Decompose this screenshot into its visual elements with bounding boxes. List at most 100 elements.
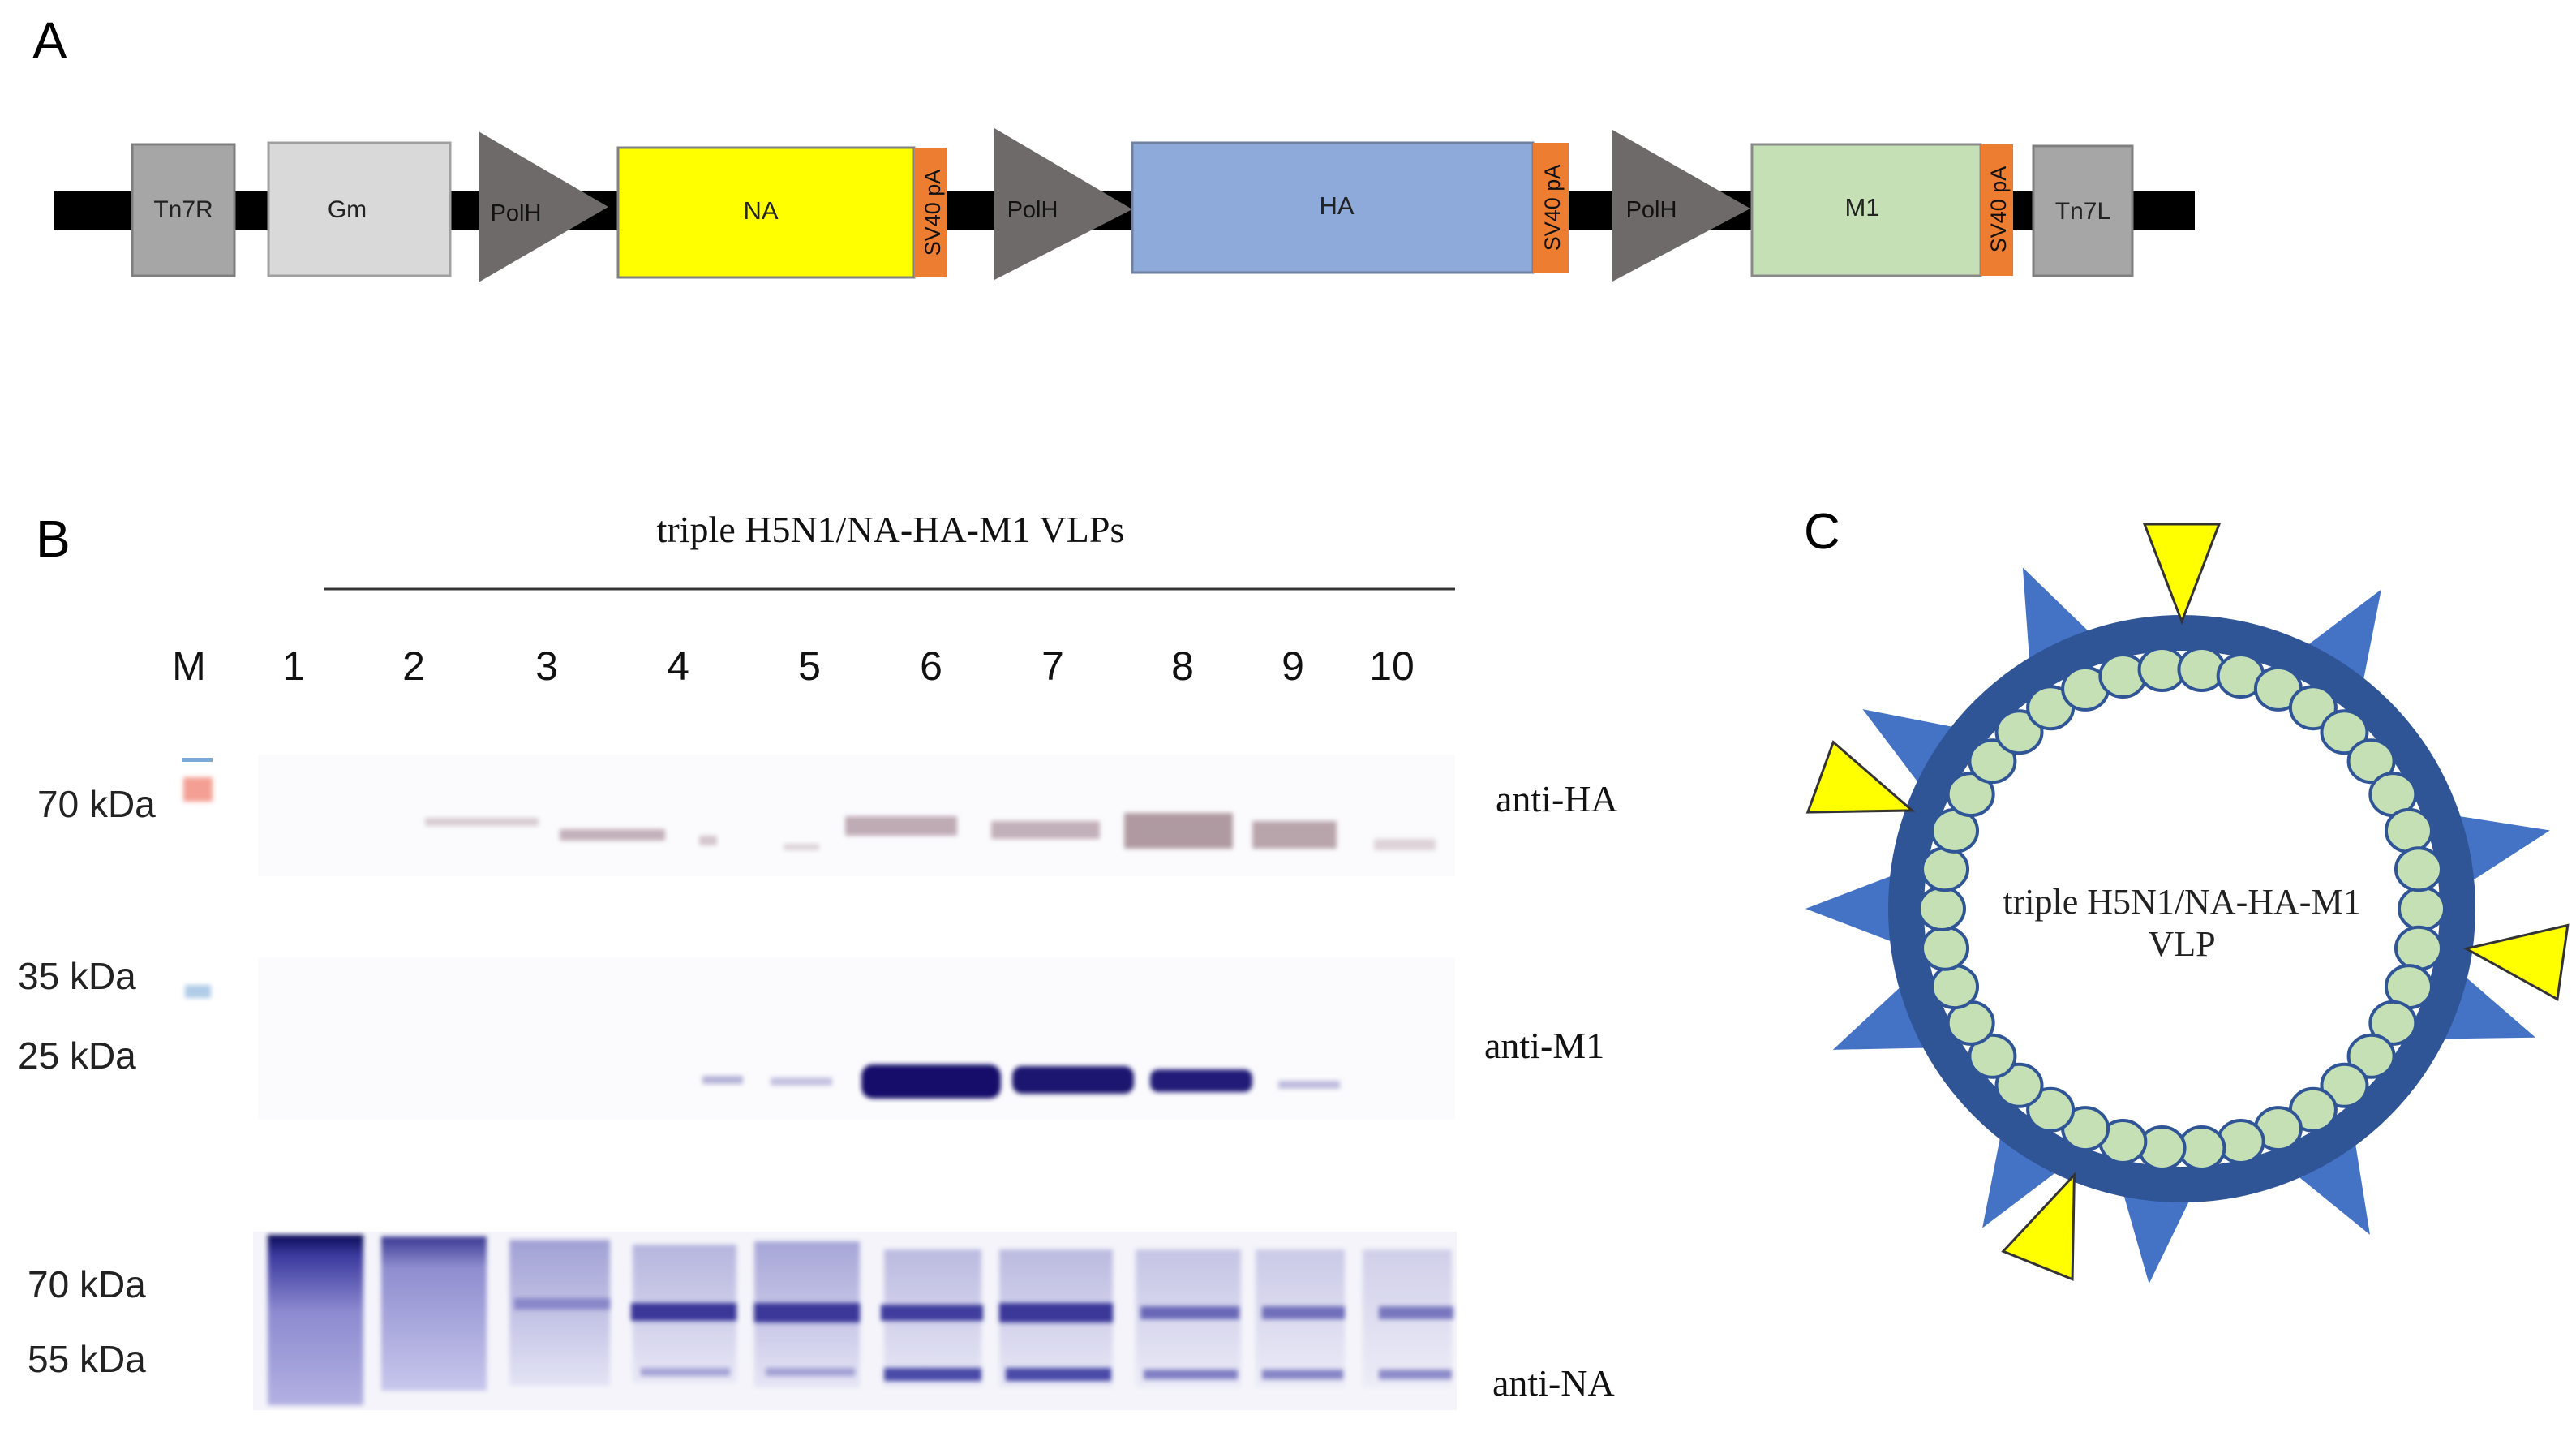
marker-band-35-blue <box>185 985 211 998</box>
na-lane-1 <box>268 1235 363 1405</box>
polh-label-1: PolH <box>491 200 542 226</box>
m1-protein-19 <box>1921 925 1970 971</box>
na-upper-band-lane9 <box>1262 1306 1345 1319</box>
sv40-pa-1 <box>914 148 947 277</box>
ha-band-lane2 <box>425 818 539 826</box>
m1-blot-membrane <box>258 957 1455 1120</box>
na-upper-band-lane4 <box>631 1303 736 1321</box>
m1-protein-6 <box>2320 1062 2369 1108</box>
lane-label-2: 2 <box>402 643 425 689</box>
m1-protein-21 <box>1921 846 1970 892</box>
m1-protein-37 <box>2384 807 2433 854</box>
m1-protein-4 <box>2368 1000 2418 1046</box>
m1-protein-2 <box>2394 925 2443 971</box>
lane-label-4: 4 <box>667 643 689 689</box>
mw-label-35: 35 kDa <box>18 955 136 997</box>
m1-protein-1 <box>2398 886 2446 931</box>
ha-bands <box>425 813 1436 850</box>
ha-spike-3 <box>2455 815 2550 883</box>
gm-element <box>267 141 452 277</box>
sv40-pa-3 <box>1981 144 2013 276</box>
blot-title: triple H5N1/NA-HA-M1 VLPs <box>657 509 1125 550</box>
m1-protein-16 <box>1968 1033 2017 1079</box>
na-upper-band-lane10 <box>1379 1306 1453 1319</box>
lane-label-1: 1 <box>282 643 305 689</box>
m1-protein-23 <box>1946 772 1995 818</box>
m1-label: M1 <box>1844 193 1879 221</box>
m1-protein-33 <box>2288 685 2338 731</box>
lane-label-6: 6 <box>920 643 942 689</box>
na-gene <box>616 146 916 279</box>
sv40-label-1: SV40 pA <box>921 170 945 256</box>
polh-promoter-3 <box>1612 130 1750 282</box>
sv40-label-2: SV40 pA <box>1540 165 1565 252</box>
ha-band-lane8 <box>1124 813 1233 849</box>
polh-label-2: PolH <box>1007 197 1058 223</box>
lane-label-9: 9 <box>1282 643 1304 689</box>
m1-protein-35 <box>2346 738 2396 785</box>
mw-label-na-55: 55 kDa <box>28 1338 146 1380</box>
gm-label: Gm <box>328 196 367 223</box>
ha-band-lane6 <box>845 816 957 836</box>
m1-protein-5 <box>2346 1033 2396 1079</box>
ha-spike-10 <box>1862 709 1957 786</box>
m1-band-lane9 <box>1278 1081 1340 1089</box>
anti-ha-label: anti-HA <box>1496 778 1618 819</box>
mw-label-ha-70: 70 kDa <box>37 783 156 825</box>
na-upper-band-lane7 <box>999 1303 1113 1322</box>
m1-band-lane5 <box>771 1077 832 1086</box>
vlp-label-line1: triple H5N1/NA-HA-M1 <box>2003 882 2360 922</box>
mw-label-na-70: 70 kDa <box>28 1263 146 1305</box>
ha-band-lane7 <box>991 821 1100 839</box>
vlp-label-line2: VLP <box>2148 924 2215 964</box>
na-lower-band-lane5 <box>766 1368 855 1376</box>
sv40-pa-2 <box>1533 143 1569 273</box>
m1-band-lane7 <box>1012 1066 1134 1094</box>
ha-spike-9 <box>1805 875 1895 943</box>
m1-protein-15 <box>1994 1062 2044 1108</box>
vlp-membrane <box>1888 615 2475 1202</box>
marker-band-70-red <box>183 777 213 802</box>
lane-label-5: 5 <box>798 643 821 689</box>
ha-label: HA <box>1319 191 1354 220</box>
na-lower-band-lane9 <box>1262 1370 1343 1379</box>
na-lower-band-lane6 <box>884 1368 981 1381</box>
construct-map: Tn7R Gm PolH NA SV40 pA PolH HA SV40 pA … <box>54 128 2195 282</box>
m1-protein-38 <box>2394 846 2443 892</box>
panel-a-label: A <box>32 11 67 70</box>
na-spike-2 <box>2462 923 2570 1001</box>
na-upper-band-lane5 <box>754 1303 860 1322</box>
lane-label-m: M <box>172 643 206 689</box>
polh-promoter-1 <box>479 131 608 282</box>
m1-protein-24 <box>1968 738 2017 785</box>
ha-spike-2 <box>2304 589 2381 684</box>
m1-bands <box>702 1064 1340 1099</box>
tn7l-label: Tn7L <box>2055 198 2110 225</box>
lane-label-8: 8 <box>1171 643 1194 689</box>
lane-labels: M 1 2 3 4 5 6 7 8 9 10 <box>172 643 1415 689</box>
tn7r-element <box>131 143 236 277</box>
sv40-label-3: SV40 pA <box>1986 166 2011 253</box>
na-lower-band-lane10 <box>1379 1370 1452 1379</box>
na-spike-4 <box>1805 740 1916 814</box>
na-lane-3 <box>509 1240 610 1386</box>
marker-band-blue-top <box>182 758 213 762</box>
na-lane-2 <box>381 1236 487 1391</box>
ha-band-lane10 <box>1374 839 1436 850</box>
tn7r-label: Tn7R <box>153 196 213 223</box>
ha-band-lane5 <box>784 844 819 850</box>
lane-label-3: 3 <box>535 643 558 689</box>
m1-band-lane6 <box>861 1064 1001 1099</box>
m1-band-lane8 <box>1150 1069 1252 1092</box>
m1-protein-20 <box>1917 886 1966 931</box>
mw-label-25: 25 kDa <box>18 1034 136 1077</box>
m1-gene <box>1750 143 1982 277</box>
ha-band-lane4 <box>699 836 717 845</box>
m1-band-lane4 <box>702 1076 743 1084</box>
lane-label-10: 10 <box>1369 643 1415 689</box>
ha-spike-7 <box>1982 1133 2059 1228</box>
vlp-diagram <box>1805 523 2570 1284</box>
tn7l-element <box>2032 144 2134 277</box>
ha-spike-4 <box>2440 974 2536 1039</box>
